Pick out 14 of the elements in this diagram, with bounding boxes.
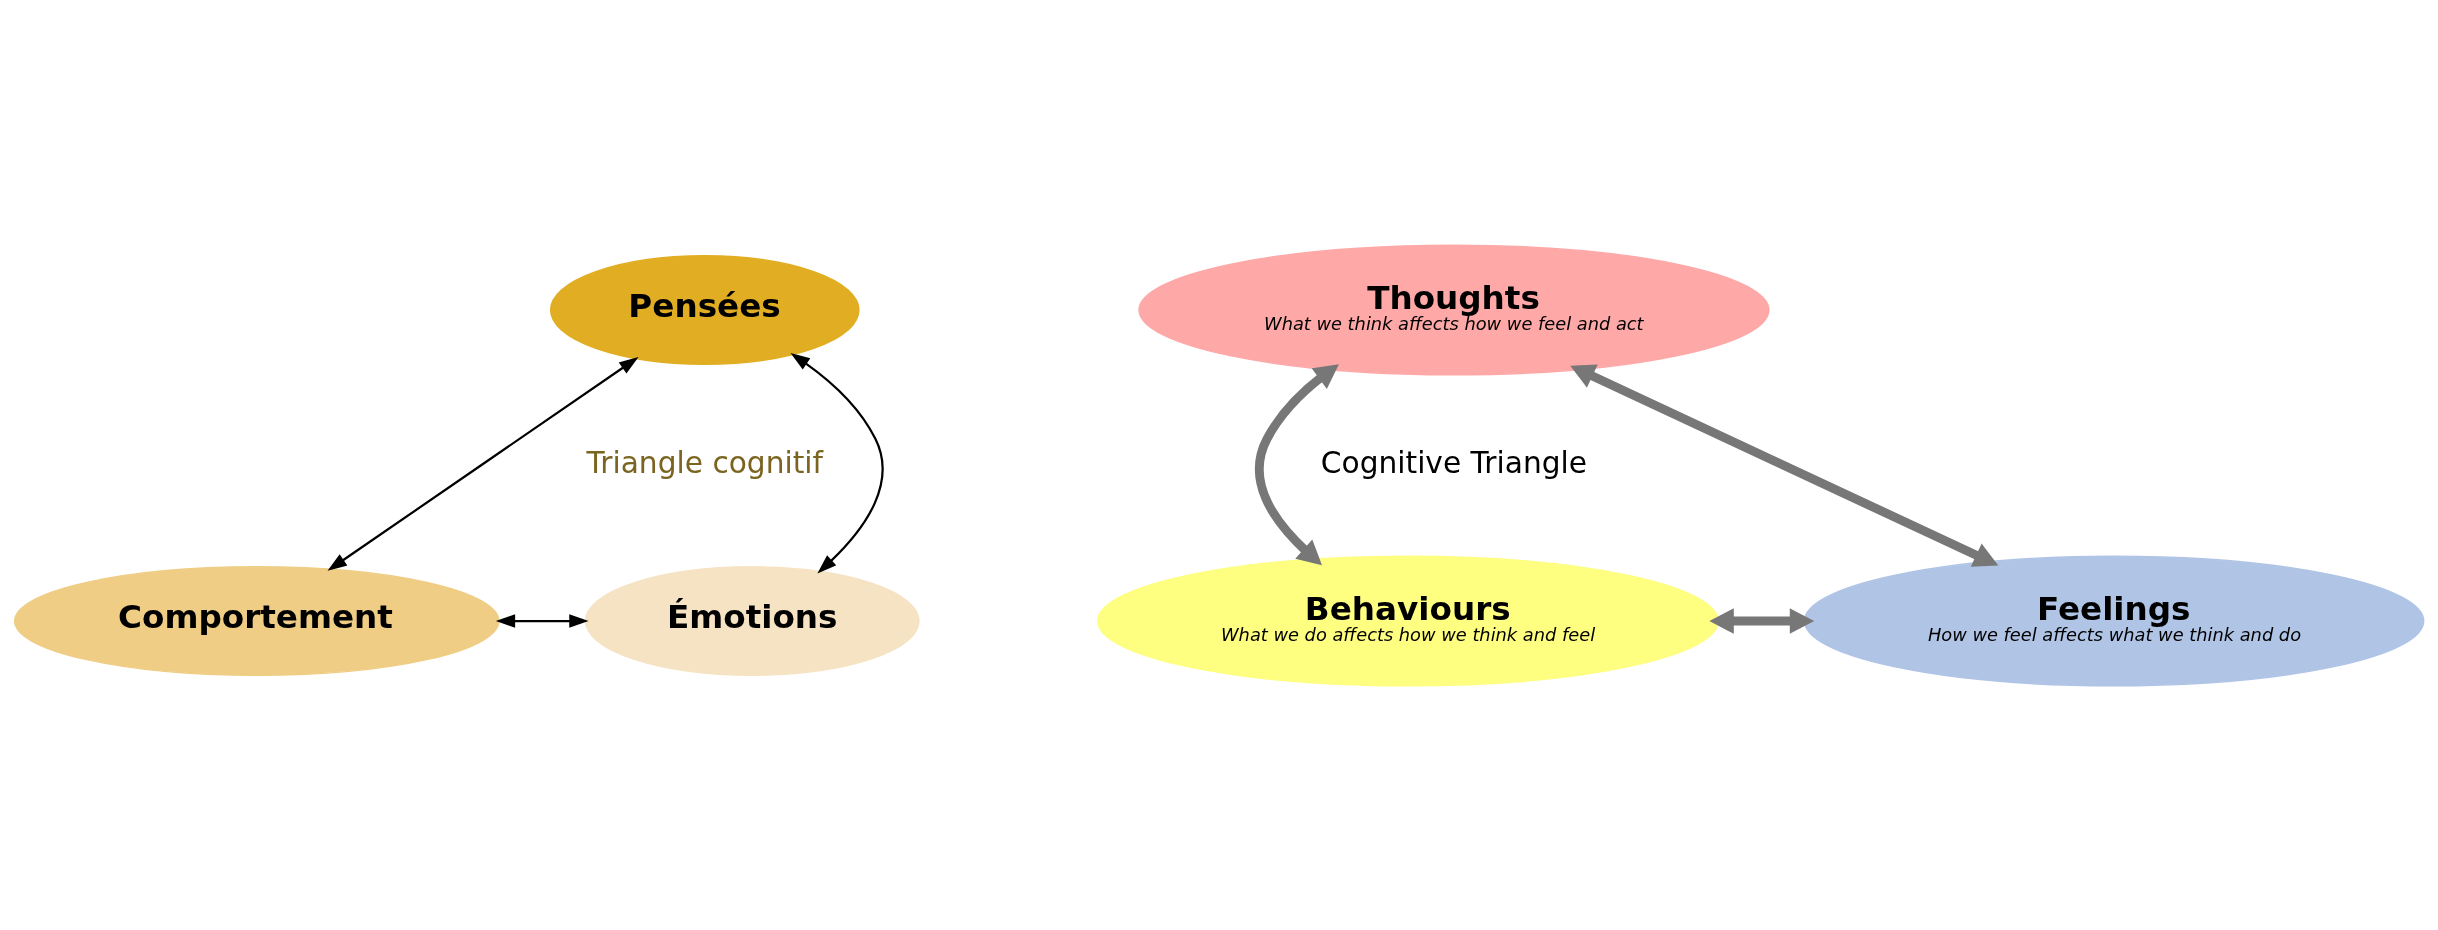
arrow xyxy=(1709,607,1815,634)
label: Cognitive Triangle xyxy=(1320,444,1588,480)
node-ellipse: Émotions xyxy=(584,565,920,676)
arrow xyxy=(790,352,884,573)
label: Triangle cognitif xyxy=(586,444,824,480)
node-ellipse: Behaviours What we do affects how we think and feel xyxy=(1097,555,1719,687)
node-ellipse: Pensées xyxy=(549,254,860,365)
arrow xyxy=(1570,363,1999,567)
arrow xyxy=(327,356,639,571)
node-ellipse: Comportement xyxy=(13,565,500,676)
arrow xyxy=(1254,363,1339,565)
node-ellipse: Feelings How we feel affects what we think and do xyxy=(1803,555,2425,687)
node-ellipse: Thoughts What we think affects how we feel and act xyxy=(1138,243,1770,375)
arrow xyxy=(495,613,589,628)
